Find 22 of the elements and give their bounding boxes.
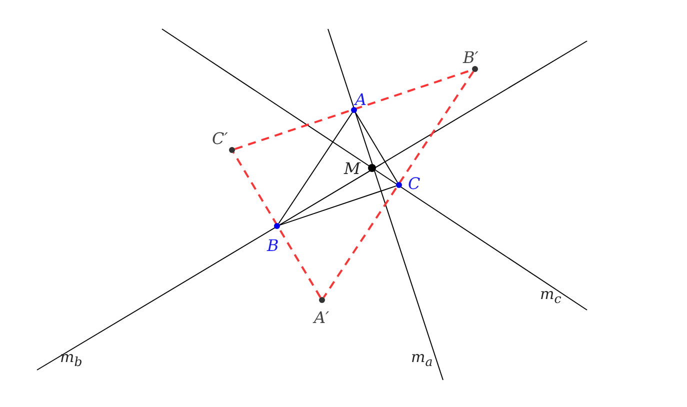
point-dot — [274, 223, 280, 229]
triangle-side — [355, 112, 398, 183]
line-label: m$_{c}$ — [540, 287, 562, 306]
point-label: C′ — [212, 131, 228, 147]
point-label: B — [267, 238, 279, 254]
point-dot — [396, 182, 402, 188]
line-label: m$_{a}$ — [411, 350, 433, 368]
point-dot — [351, 107, 357, 113]
point-dot — [472, 66, 478, 72]
point-dot — [368, 164, 376, 172]
point-label: A′ — [314, 310, 330, 326]
point-dot — [229, 147, 235, 153]
point-label: A — [355, 92, 367, 108]
point-label: C — [408, 176, 420, 192]
dashed-segment — [322, 70, 474, 298]
point-label: B′ — [463, 50, 478, 66]
point-dot — [319, 297, 325, 303]
dashed-segment — [232, 152, 322, 298]
line-label: m$_{b}$ — [60, 350, 82, 368]
point-label: M — [344, 161, 360, 177]
triangle-side — [278, 112, 353, 224]
triangle-side — [279, 185, 397, 226]
